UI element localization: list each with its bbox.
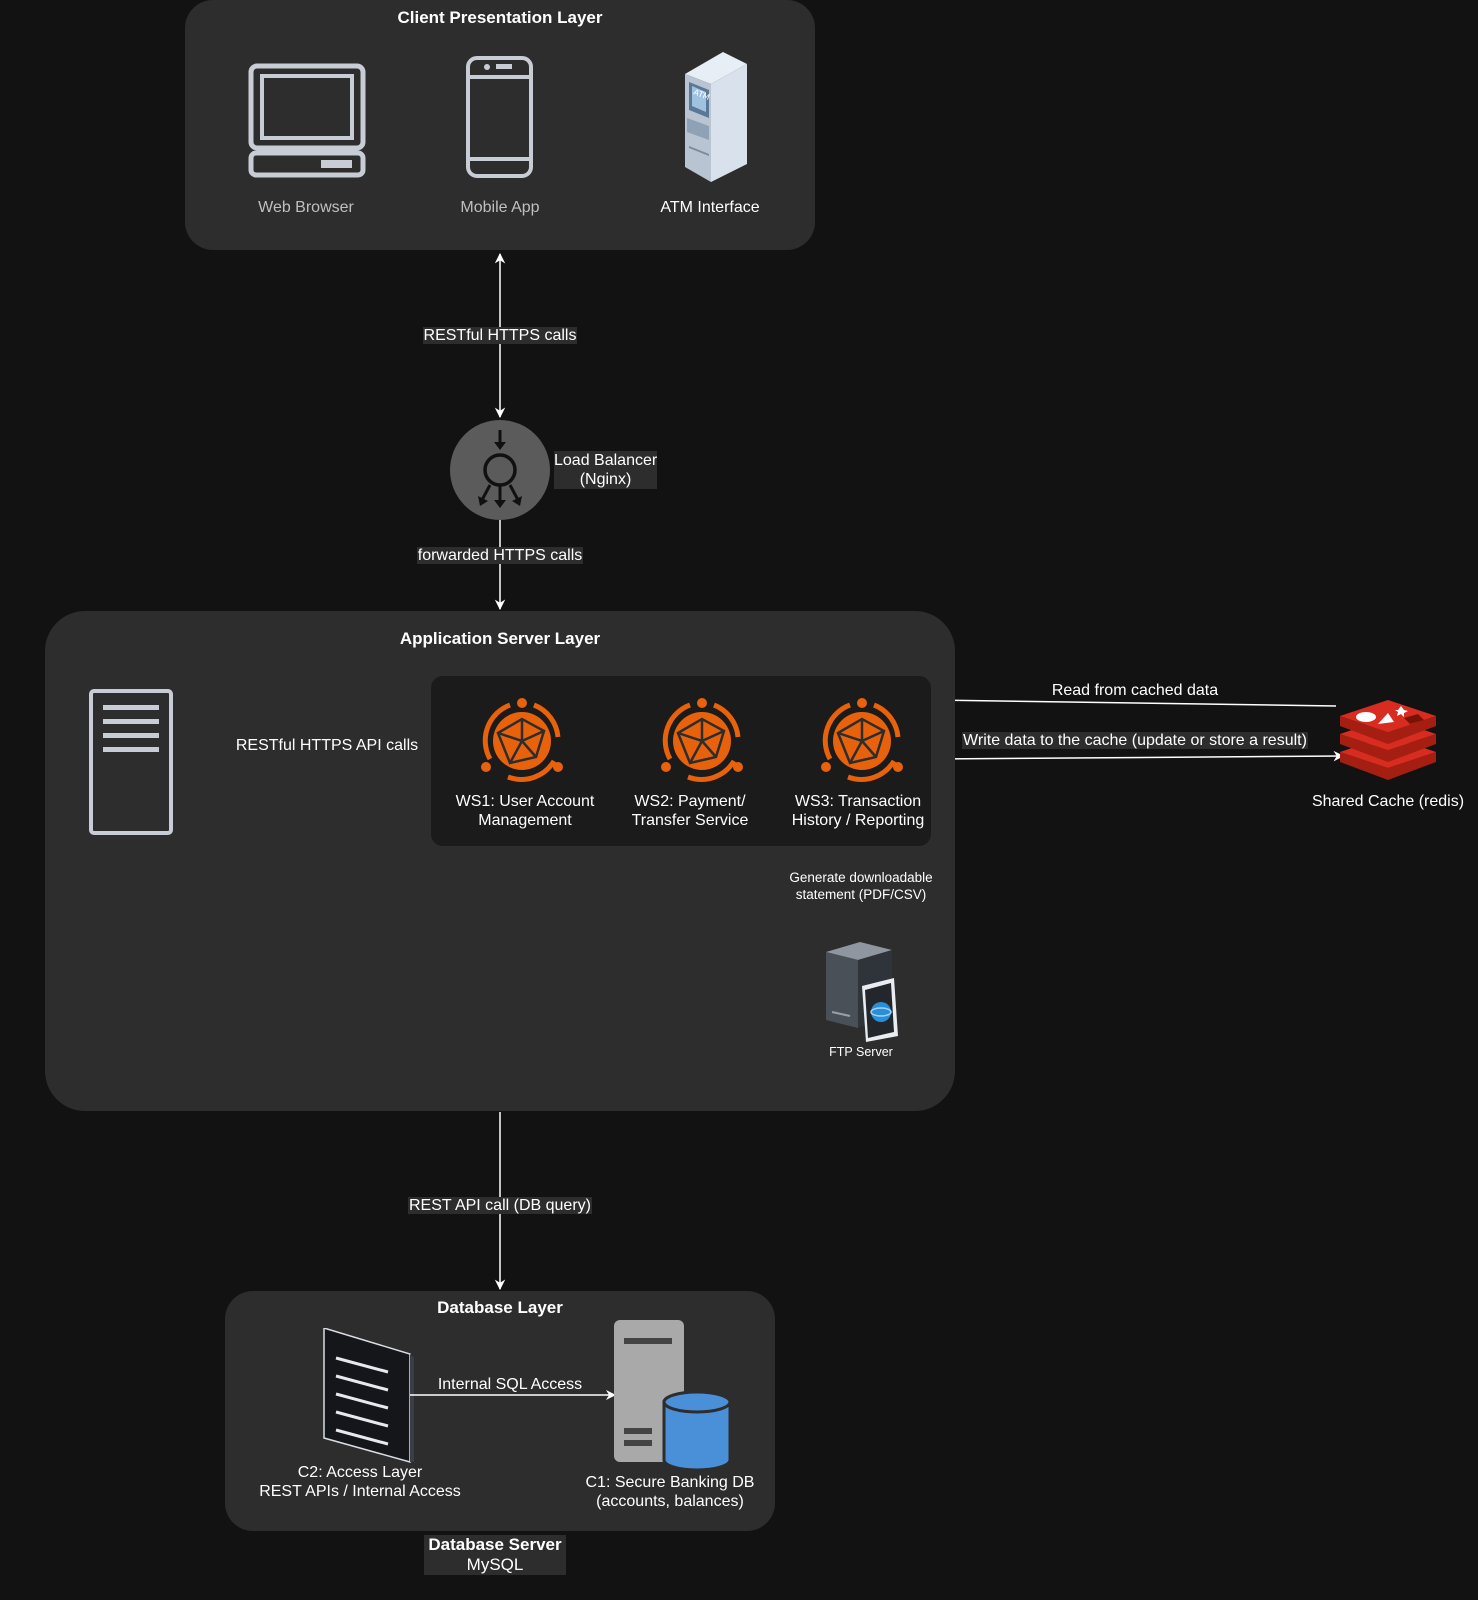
ws1-label: WS1: User Account Management	[455, 793, 595, 829]
c1-banking-db-label: C1: Secure Banking DB (accounts, balance…	[585, 1474, 755, 1510]
c2-c1-arrow	[410, 1390, 616, 1400]
client-lb-edge-label: RESTful HTTPS calls	[422, 327, 578, 344]
ftp-server-icon	[826, 942, 898, 1042]
redis-cache-icon	[1340, 700, 1436, 780]
redis-cache-label: Shared Cache (redis)	[1311, 793, 1465, 810]
app-db-edge-label: REST API call (DB query)	[408, 1197, 592, 1214]
cache-write-edge-label: Write data to the cache (update or store…	[962, 732, 1308, 749]
database-server-caption: Database Server MySQL	[424, 1535, 566, 1575]
atm-icon: ATM	[685, 52, 747, 182]
access-layer-document-icon	[323, 1328, 414, 1463]
server-ws-edge-label: RESTful HTTPS API calls	[235, 737, 419, 754]
cache-write-arrow	[931, 750, 1345, 762]
atm-interface-label: ATM Interface	[660, 199, 760, 216]
application-layer-title: Application Server Layer	[399, 629, 601, 648]
database-server-subtitle: MySQL	[466, 1555, 524, 1574]
lb-app-edge-label: forwarded HTTPS calls	[416, 547, 584, 564]
database-server-icon	[614, 1320, 730, 1470]
c2-c1-edge-label: Internal SQL Access	[437, 1376, 583, 1393]
database-server-title: Database Server	[428, 1535, 562, 1554]
ws3-ftp-edge-label: Generate downloadable statement (PDF/CSV…	[771, 869, 951, 903]
ws2-label: WS2: Payment/ Transfer Service	[631, 793, 749, 829]
load-balancer-icon	[450, 420, 550, 520]
ws1-service-icon	[481, 698, 563, 782]
ftp-server-label: FTP Server	[829, 1045, 893, 1059]
ws3-label: WS3: Transaction History / Reporting	[791, 793, 925, 829]
database-layer-title: Database Layer	[437, 1298, 563, 1317]
application-server-icon	[89, 689, 173, 835]
client-layer-title: Client Presentation Layer	[397, 8, 603, 27]
ws2-service-icon	[661, 698, 743, 782]
c2-access-layer-label: C2: Access Layer REST APIs / Internal Ac…	[259, 1464, 461, 1500]
web-browser-label: Web Browser	[258, 199, 354, 216]
cache-read-edge-label: Read from cached data	[1051, 682, 1219, 699]
laptop-icon	[248, 63, 366, 178]
load-balancer-label: Load Balancer (Nginx)	[554, 451, 658, 489]
mobile-app-label: Mobile App	[460, 199, 540, 216]
ws3-service-icon	[821, 698, 903, 782]
cache-read-arrow	[930, 694, 1337, 707]
mobile-phone-icon	[466, 56, 533, 178]
